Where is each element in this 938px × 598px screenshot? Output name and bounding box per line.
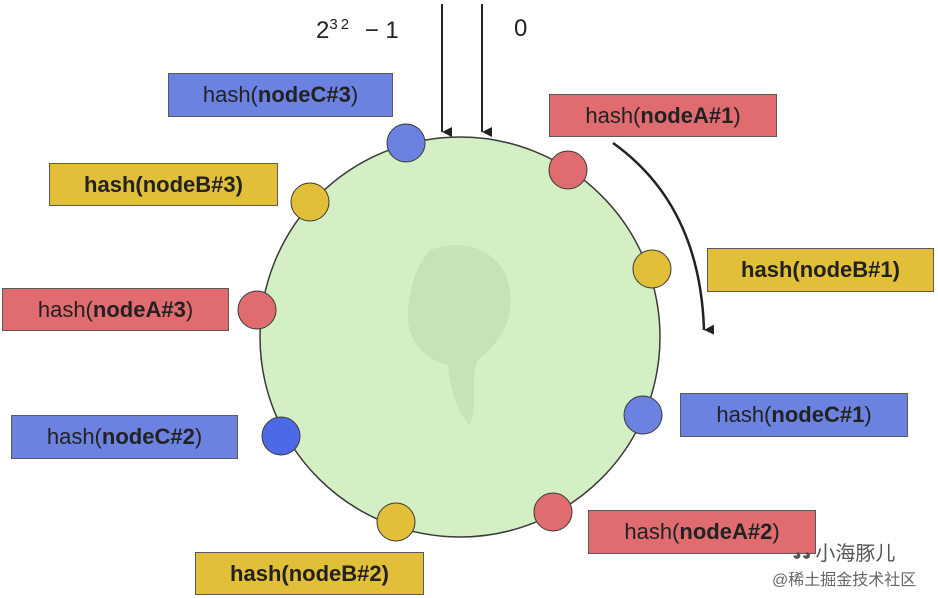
wechat-watermark: ◕◕小海豚儿 xyxy=(792,543,896,565)
node-label-nodeB#1: hash(nodeB#1) xyxy=(707,248,934,292)
dolphin-watermark-icon xyxy=(407,244,511,425)
node-label-nodeC#3: hash(nodeC#3) xyxy=(168,73,393,117)
node-label-nodeC#1: hash(nodeC#1) xyxy=(680,393,908,437)
node-label-nodeC#2: hash(nodeC#2) xyxy=(11,415,238,459)
node-dot-nodeA#2 xyxy=(533,492,573,532)
clockwise-direction-arrow xyxy=(612,141,715,335)
node-label-nodeB#2: hash(nodeB#2) xyxy=(195,552,424,595)
juejin-watermark: @稀土掘金技术社区 xyxy=(772,572,917,589)
node-label-nodeA#1: hash(nodeA#1) xyxy=(549,94,777,137)
node-dot-nodeA#1 xyxy=(548,150,588,190)
node-dot-nodeB#3 xyxy=(290,182,330,222)
node-dot-nodeB#2 xyxy=(376,502,416,542)
wechat-icon: ◕◕ xyxy=(792,547,812,564)
node-label-nodeB#3: hash(nodeB#3) xyxy=(49,163,278,206)
hash-ring xyxy=(259,136,661,538)
node-label-nodeA#3: hash(nodeA#3) xyxy=(2,288,229,331)
node-dot-nodeC#2 xyxy=(261,416,301,456)
node-dot-nodeC#1 xyxy=(623,395,663,435)
node-dot-nodeB#1 xyxy=(632,249,672,289)
node-label-nodeA#2: hash(nodeA#2) xyxy=(588,510,816,554)
node-dot-nodeC#3 xyxy=(386,123,426,163)
zero-hash-value-label: 0 xyxy=(514,15,528,42)
node-dot-nodeA#3 xyxy=(237,290,277,330)
max-hash-value-label: 232 − 1 xyxy=(316,16,399,44)
